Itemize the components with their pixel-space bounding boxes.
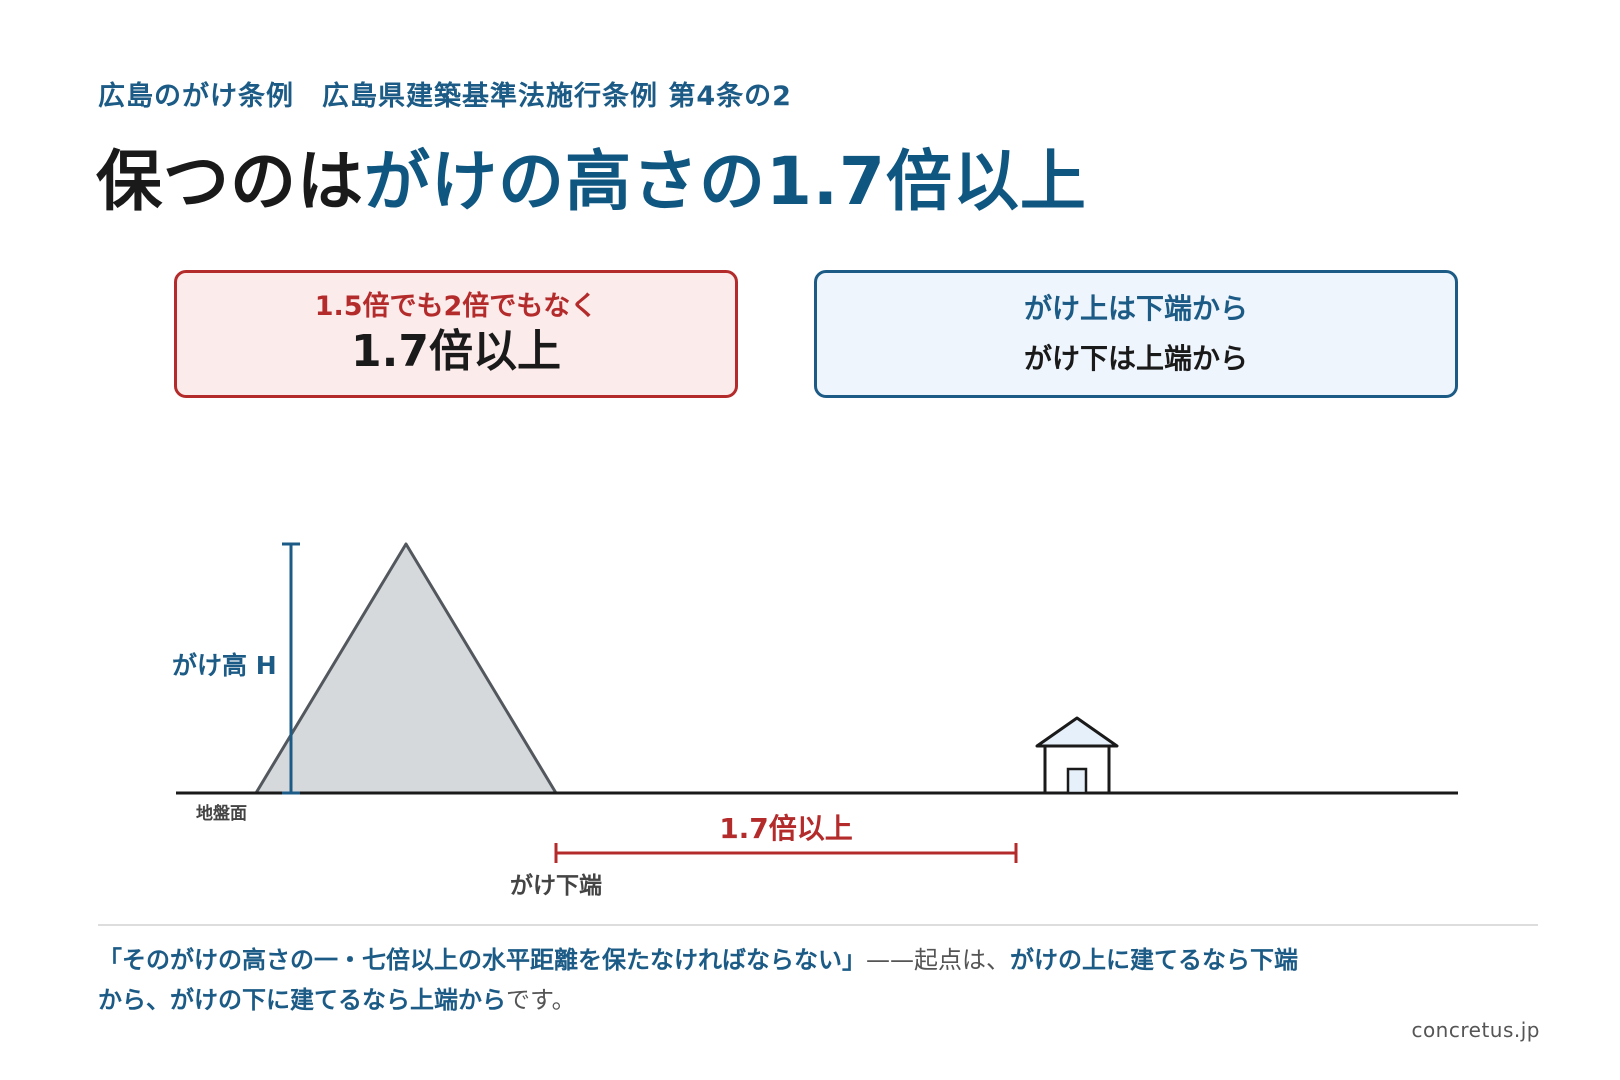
cliff-height-label: がけ高 H <box>172 651 277 680</box>
title-prefix: 保つのは <box>96 143 364 220</box>
title-accent: がけの高さの1.7倍以上 <box>364 143 1087 220</box>
ground-level-label: 地盤面 <box>196 803 247 824</box>
note-emphasis: がけの上に建てるなら下端から、がけの下に建てるなら上端から <box>98 946 1298 1014</box>
house-icon <box>1035 716 1119 795</box>
cliff-shape <box>254 542 558 795</box>
site-credit: concretus.jp <box>1411 1018 1540 1042</box>
kicker-heading: 広島のがけ条例 広島県建築基準法施行条例 第4条の2 <box>98 81 792 112</box>
note-dash: ——起点は、 <box>866 946 1010 974</box>
cliff-height-marker <box>282 542 300 795</box>
distance-marker <box>554 843 1018 863</box>
ratio-card: 1.5倍でも2倍でもなく 1.7倍以上 <box>174 270 738 398</box>
cliff-foot-label: がけ下端 <box>510 872 602 899</box>
note-tail: です。 <box>506 986 576 1014</box>
origin-card: がけ上は下端から がけ下は上端から <box>814 270 1458 398</box>
divider <box>98 924 1538 926</box>
note-quote: 「そのがけの高さの一・七倍以上の水平距離を保たなければならない」 <box>98 946 866 974</box>
ratio-card-value: 1.7倍以上 <box>351 326 561 378</box>
page-title: 保つのはがけの高さの1.7倍以上 <box>96 128 1087 224</box>
origin-card-line-top: がけ上は下端から <box>1023 291 1248 325</box>
explanation-note: 「そのがけの高さの一・七倍以上の水平距離を保たなければならない」——起点は、がけ… <box>98 940 1298 1020</box>
ratio-card-subtitle: 1.5倍でも2倍でもなく <box>314 291 598 323</box>
distance-label: 1.7倍以上 <box>719 812 853 845</box>
origin-card-line-bottom: がけ下は上端から <box>1023 342 1248 375</box>
